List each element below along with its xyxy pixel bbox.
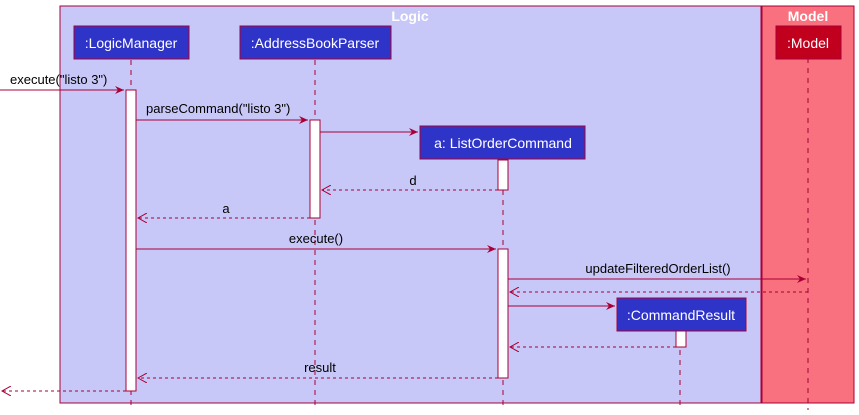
participant-logic-manager-label: :LogicManager	[85, 35, 178, 51]
participant-list-order-command: a: ListOrderCommand	[419, 125, 586, 160]
participant-model: :Model	[775, 25, 842, 60]
activation-list-order-command-2	[497, 248, 509, 379]
message-label-update-filtered-order-list: updateFilteredOrderList()	[585, 261, 730, 276]
logic-frame-title: Logic	[391, 8, 429, 24]
activation-address-book-parser	[309, 119, 321, 219]
participant-command-result-label: :CommandResult	[627, 307, 735, 323]
message-label-return-result: result	[304, 360, 336, 375]
participant-model-label: :Model	[787, 35, 829, 51]
participant-logic-manager: :LogicManager	[73, 25, 190, 60]
activation-logic-manager	[125, 89, 137, 392]
model-frame-title: Model	[788, 8, 828, 24]
activation-list-order-command-1	[497, 159, 509, 191]
participant-address-book-parser-label: :AddressBookParser	[251, 35, 380, 51]
activation-command-result	[675, 330, 687, 348]
logic-frame	[59, 5, 762, 404]
model-frame	[761, 5, 855, 404]
participant-command-result: :CommandResult	[616, 297, 747, 332]
message-label-return-a: a	[222, 201, 230, 216]
message-label-execute-listo: execute("listo 3")	[10, 72, 107, 87]
participant-list-order-command-label: a: ListOrderCommand	[434, 135, 572, 151]
message-label-parse-command: parseCommand("listo 3")	[146, 101, 290, 116]
message-label-execute: execute()	[289, 231, 343, 246]
participant-address-book-parser: :AddressBookParser	[239, 25, 392, 60]
message-label-return-d: d	[409, 173, 416, 188]
